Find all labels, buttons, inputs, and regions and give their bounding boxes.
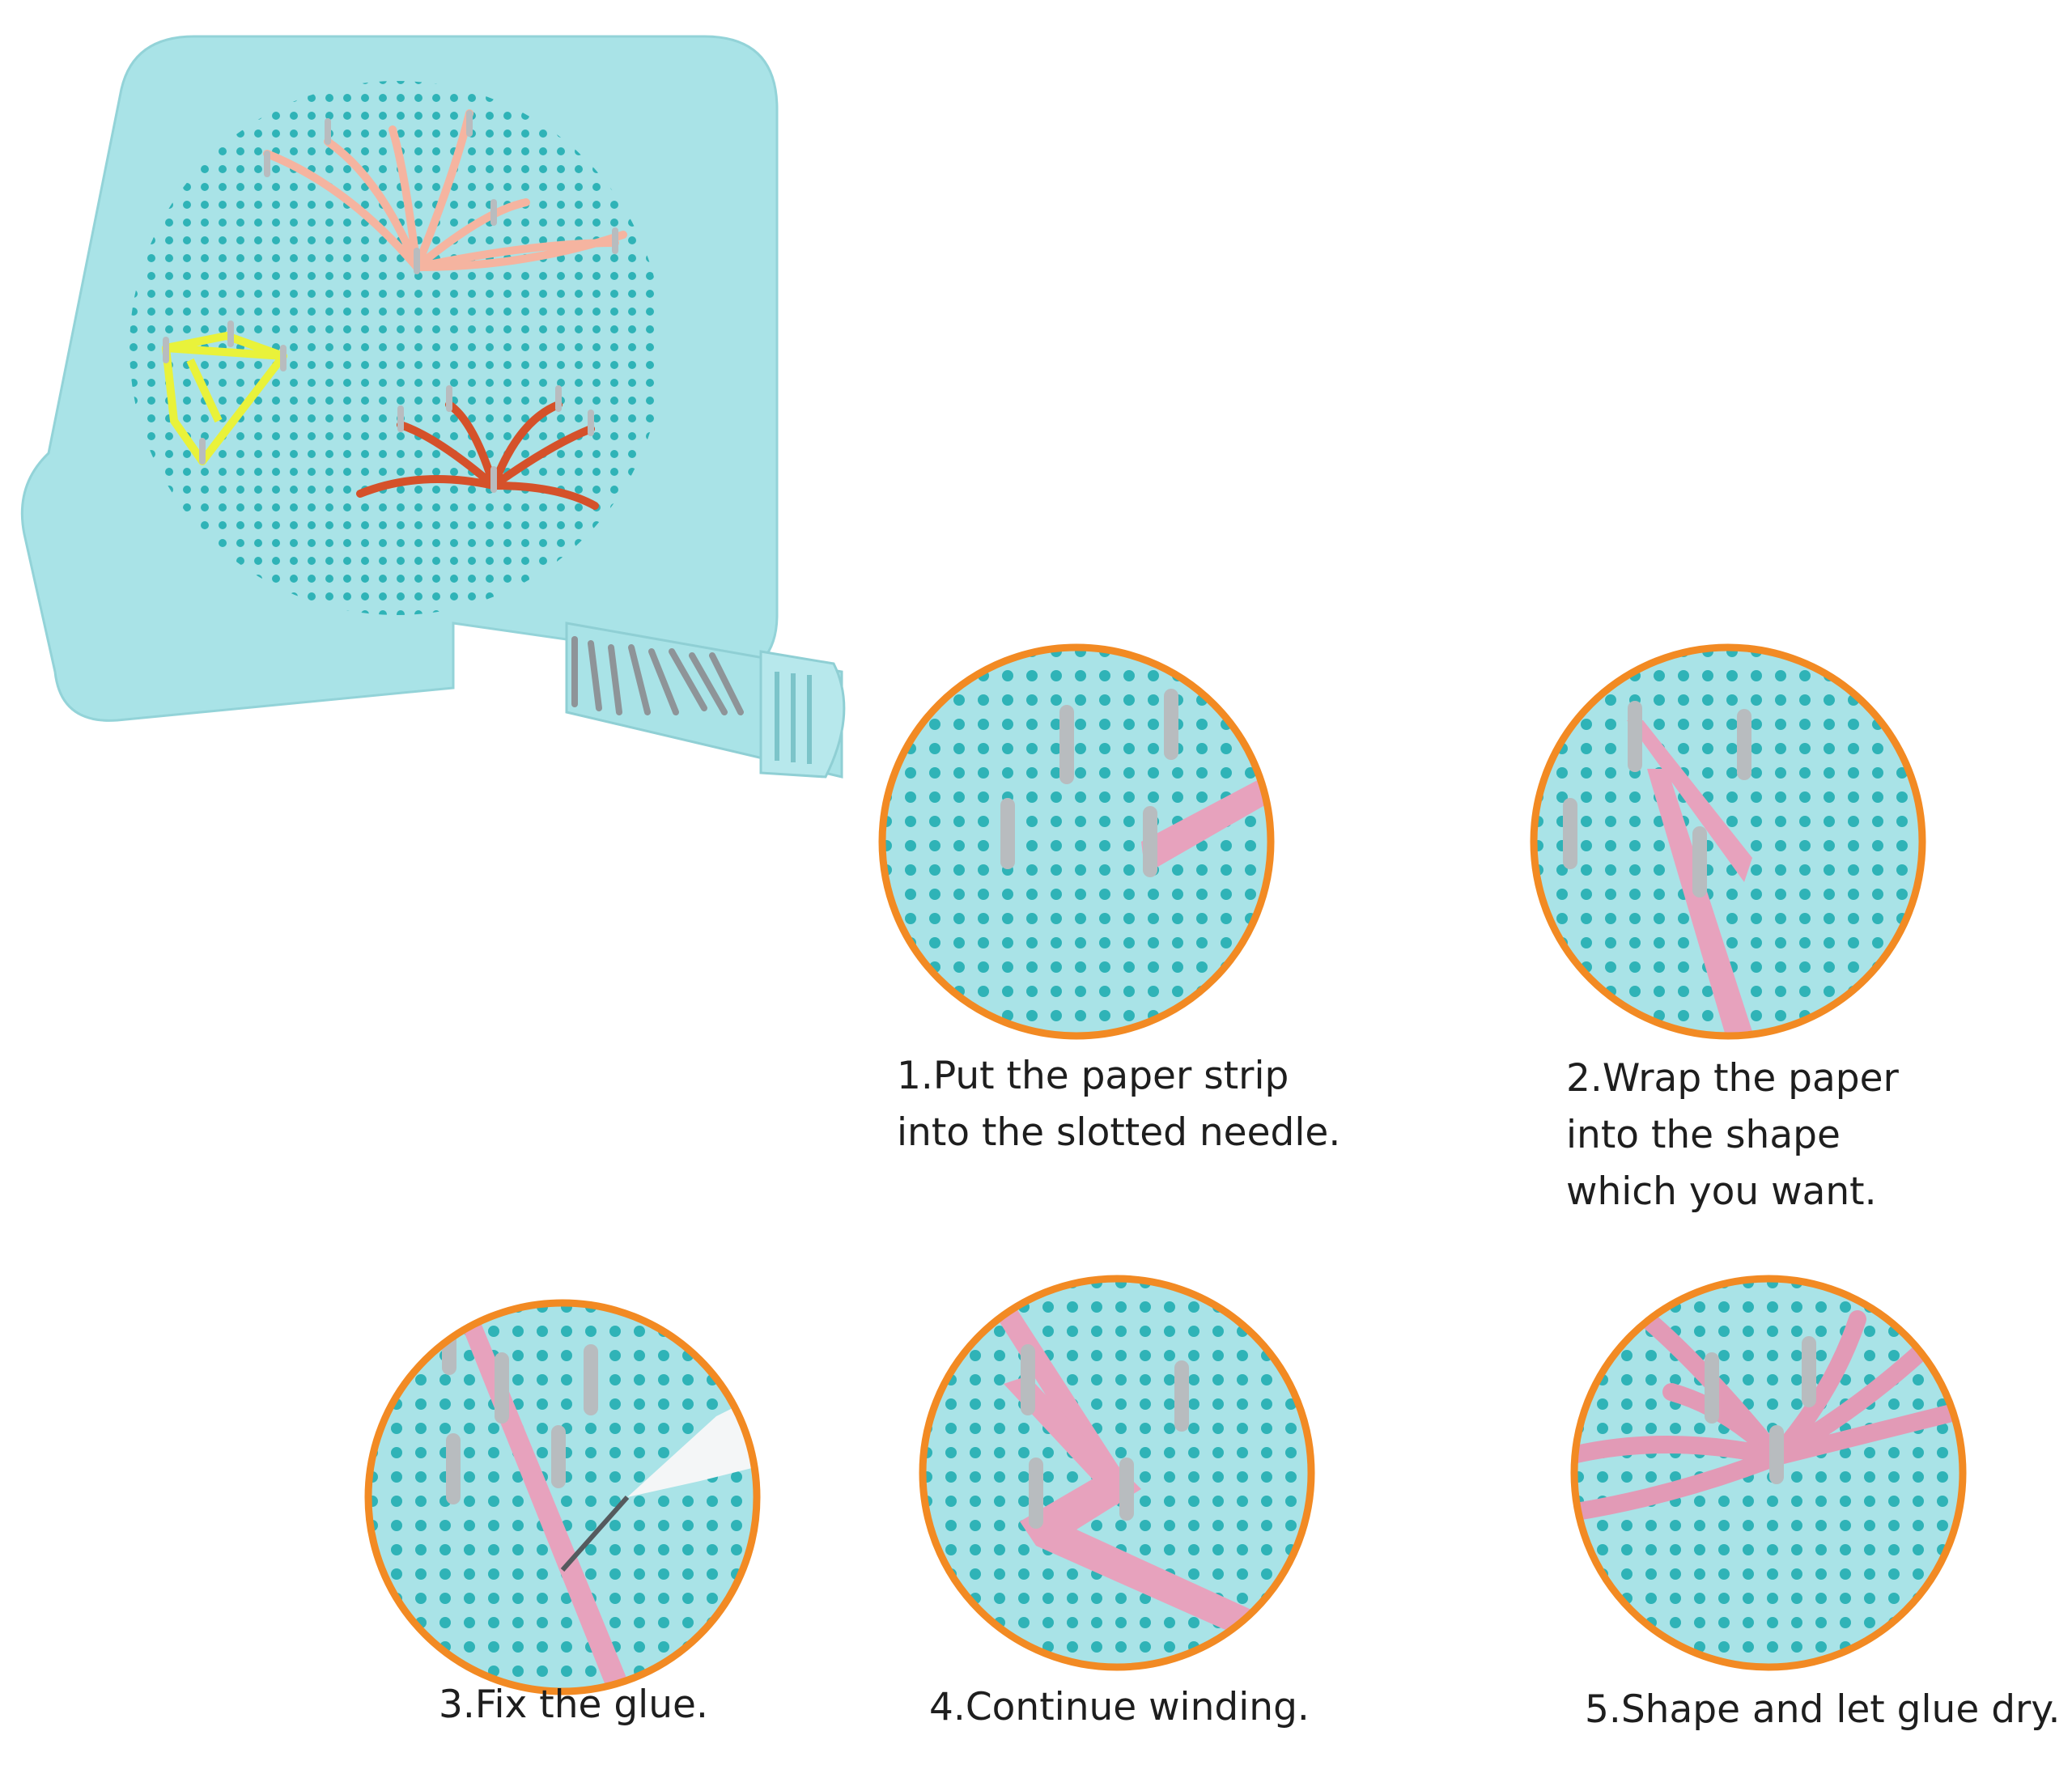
step-4-photo (919, 1275, 1315, 1671)
step-5-photo (1570, 1275, 1967, 1671)
step-5-caption: 5.Shape and let glue dry. (1585, 1687, 2061, 1732)
pin-drawer (565, 622, 846, 779)
step-3-caption: 3.Fix the glue. (439, 1683, 708, 1727)
step-3-photo (364, 1299, 761, 1695)
quilling-board-photo (20, 35, 846, 779)
step-4-caption: 4.Continue winding. (929, 1685, 1310, 1729)
step-2-caption: 2.Wrap the paper into the shape which yo… (1566, 1056, 1899, 1214)
step-1-photo (878, 643, 1275, 1040)
step-1-caption: 1.Put the paper strip into the slotted n… (897, 1054, 1341, 1155)
step-2-photo (1530, 643, 1926, 1040)
